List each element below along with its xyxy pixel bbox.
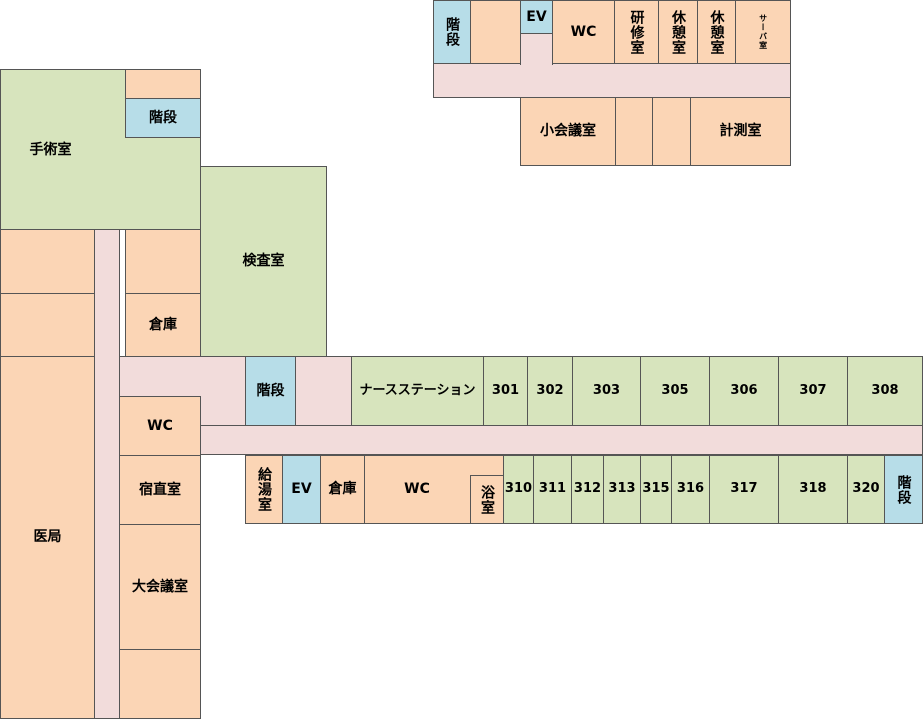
room-left-unlabeled-1 xyxy=(0,229,95,294)
room-rest-1: 休憩室 xyxy=(658,0,698,64)
room-exam: 検査室 xyxy=(200,166,327,357)
room-small-meeting: 小会議室 xyxy=(520,97,616,166)
room-left-unlabeled-3 xyxy=(125,229,201,294)
room-320: 320 xyxy=(847,455,885,524)
room-medical-office: 医局 xyxy=(0,356,95,719)
room-kitchen: 給湯室 xyxy=(245,455,283,524)
room-left-unlabeled-2 xyxy=(0,293,95,357)
room-311: 311 xyxy=(533,455,572,524)
room-stairs-left: 階段 xyxy=(125,98,201,138)
room-316: 316 xyxy=(671,455,710,524)
room-302: 302 xyxy=(527,356,573,426)
room-303: 303 xyxy=(572,356,641,426)
corridor-top xyxy=(433,63,791,98)
room-large-meeting: 大会議室 xyxy=(119,524,201,650)
room-307: 307 xyxy=(778,356,848,426)
room-315: 315 xyxy=(640,455,672,524)
room-312: 312 xyxy=(571,455,604,524)
room-storage-left: 倉庫 xyxy=(125,293,201,357)
room-ev-mid: EV xyxy=(282,455,321,524)
room-308: 308 xyxy=(847,356,923,426)
room-top-wc: WC xyxy=(552,0,615,64)
room-top-stairs: 階段 xyxy=(433,0,471,64)
room-301: 301 xyxy=(483,356,528,426)
room-top-unlabeled xyxy=(470,0,521,64)
room-310: 310 xyxy=(503,455,534,524)
corridor-east xyxy=(200,425,923,455)
room-measurement: 計測室 xyxy=(690,97,791,166)
room-306: 306 xyxy=(709,356,779,426)
room-305: 305 xyxy=(640,356,710,426)
corridor-west-vertical xyxy=(94,229,120,719)
room-nurse-station: ナースステーション xyxy=(351,356,484,426)
room-top-ev: EV xyxy=(520,0,553,34)
room-surgery-annex xyxy=(125,69,201,99)
room-training: 研修室 xyxy=(614,0,659,64)
room-top-unlabeled-2 xyxy=(615,97,653,166)
room-bath: 浴室 xyxy=(470,475,504,524)
room-left-unlabeled-4 xyxy=(119,649,201,719)
room-server: サーバ室 xyxy=(735,0,791,64)
corridor-top-connector xyxy=(520,33,553,65)
room-rest-2: 休憩室 xyxy=(697,0,736,64)
room-stairs-right: 階段 xyxy=(884,455,923,524)
room-wc-left: WC xyxy=(119,396,201,456)
room-313: 313 xyxy=(603,455,641,524)
room-stairs-mid: 階段 xyxy=(245,356,296,426)
room-317: 317 xyxy=(709,455,779,524)
room-storage-mid: 倉庫 xyxy=(320,455,365,524)
room-top-unlabeled-3 xyxy=(652,97,691,166)
room-night-duty: 宿直室 xyxy=(119,455,201,525)
room-318: 318 xyxy=(778,455,848,524)
